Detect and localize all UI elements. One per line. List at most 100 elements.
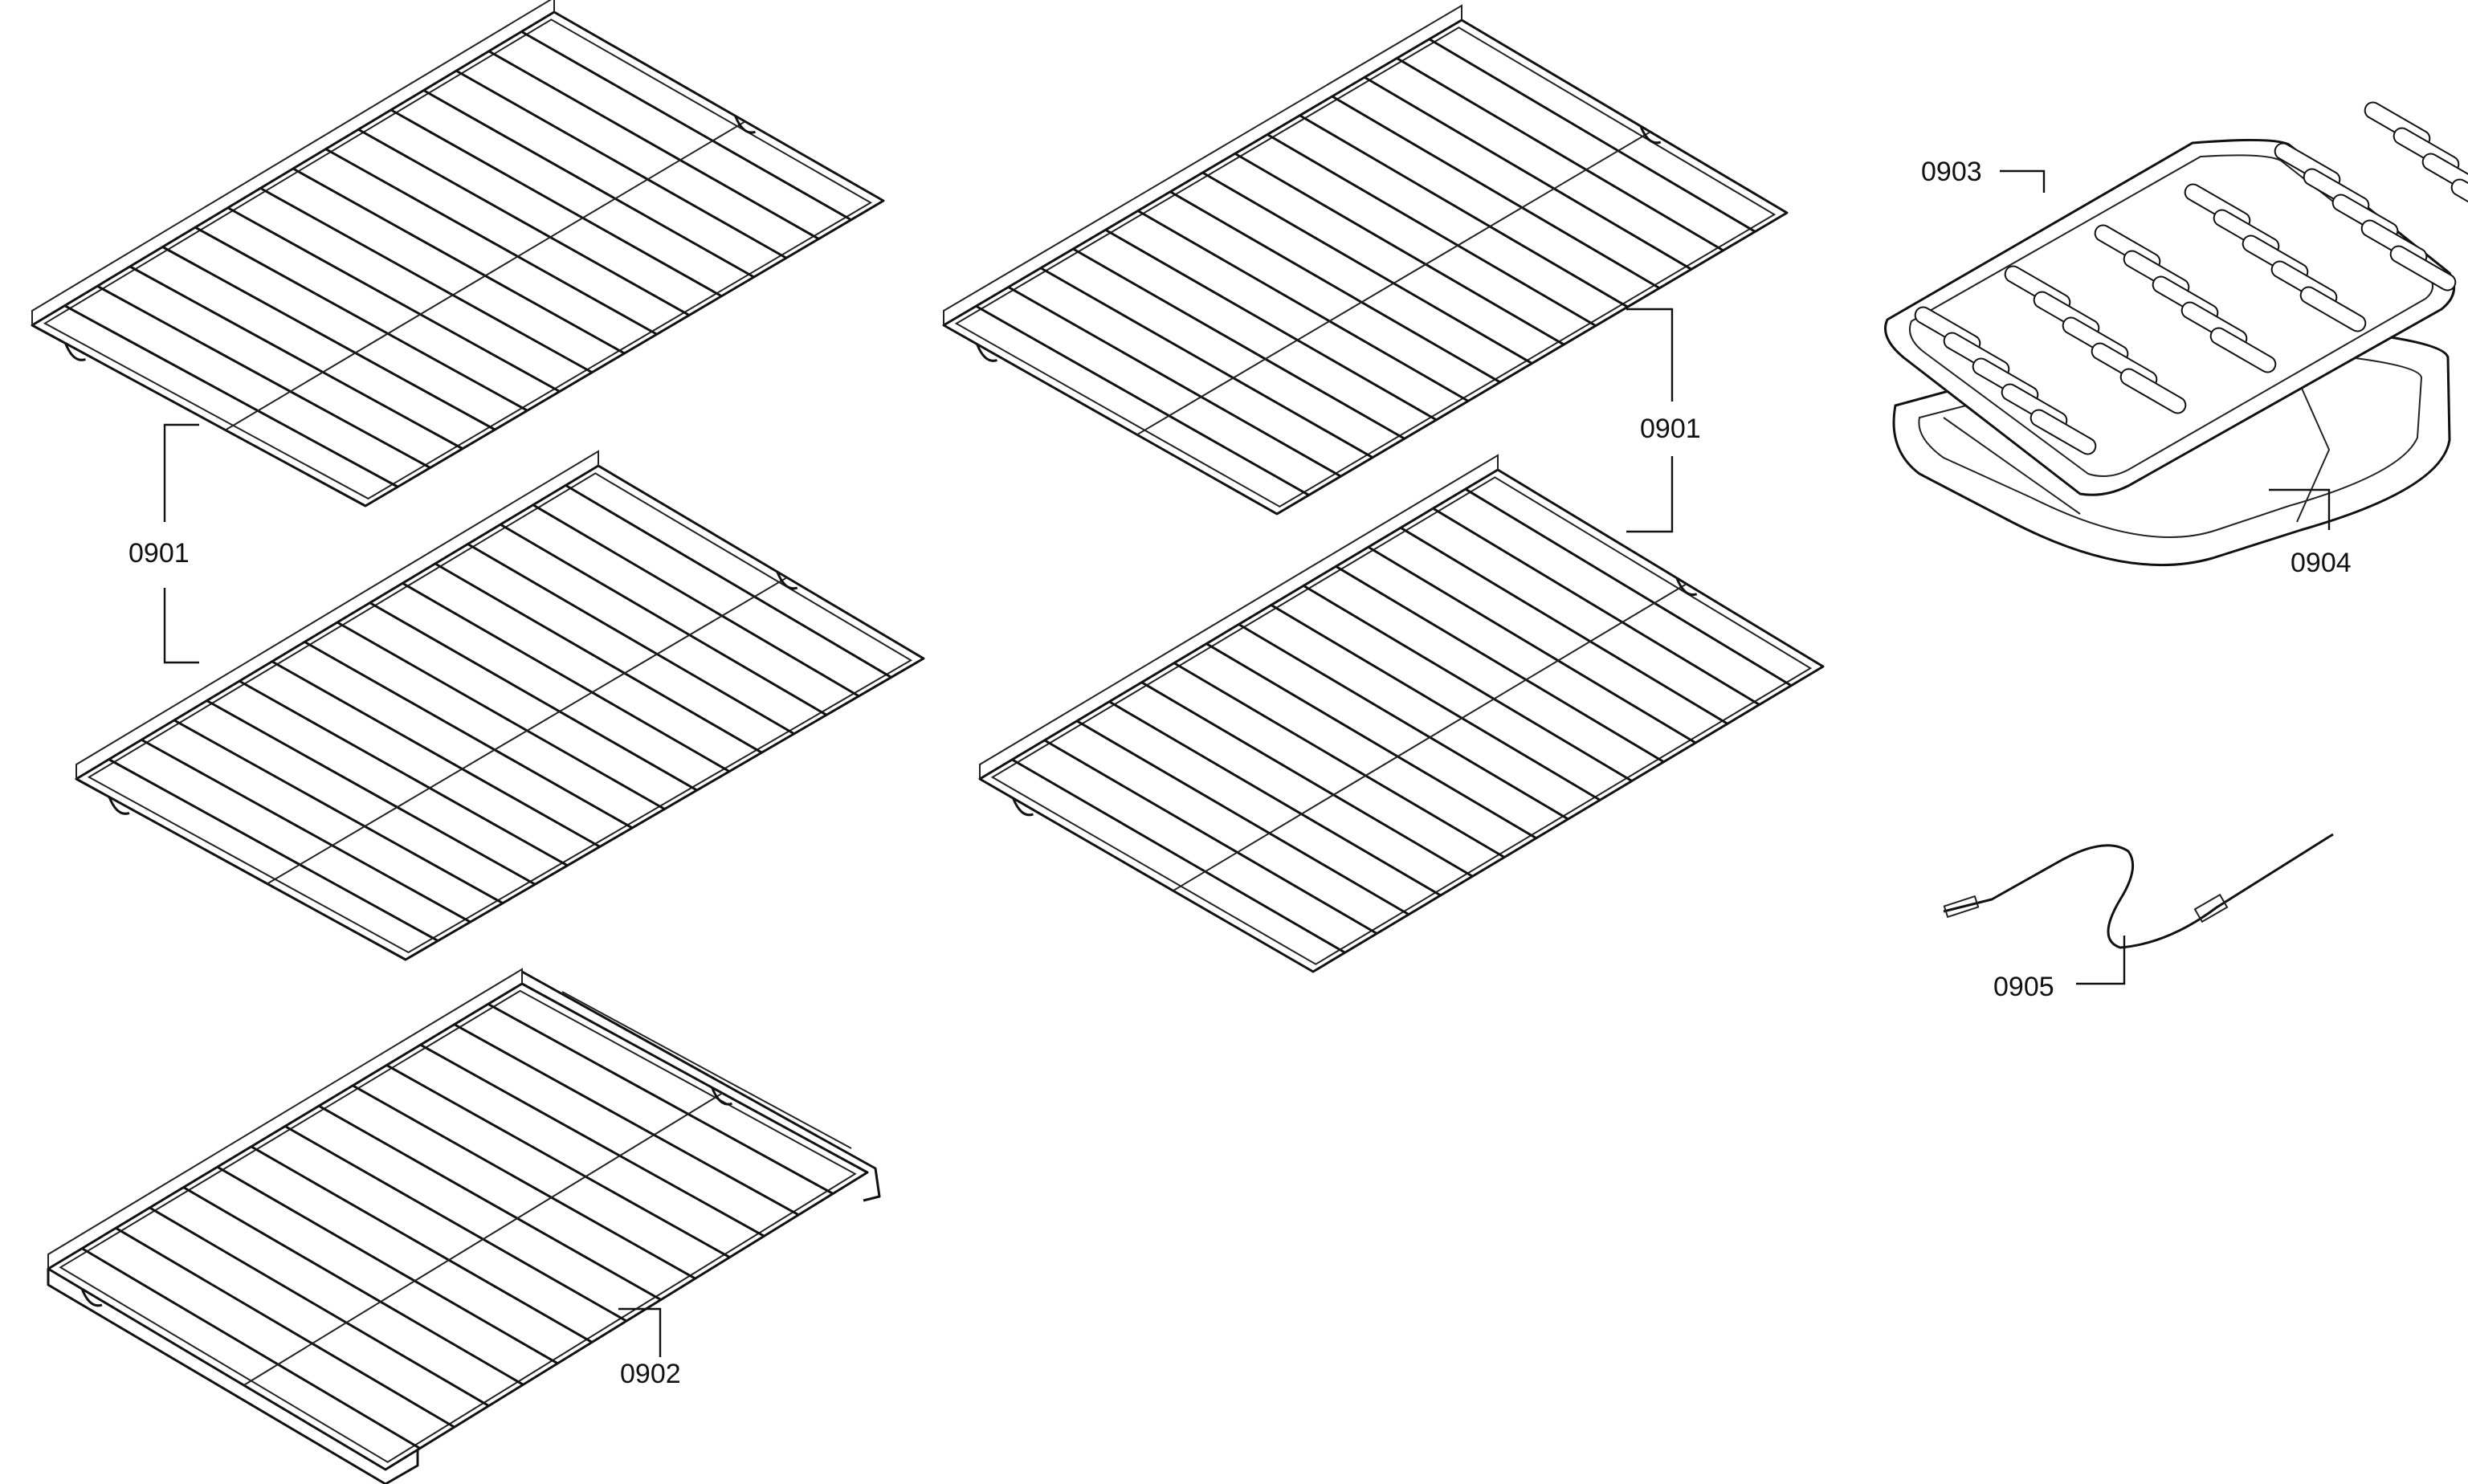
rack-4-bar [1464, 487, 1793, 687]
broil-insert-slot [2029, 409, 2097, 455]
rack-3-bar [1267, 133, 1597, 327]
rack-3-bar [1234, 152, 1564, 346]
rack-4-bar [1400, 526, 1728, 725]
rack-3-bar [1137, 210, 1469, 402]
rack-2-bar [500, 523, 827, 716]
rack-4-cross-rail [1173, 583, 1687, 892]
rack-2-bar [206, 699, 536, 886]
callout-0901-left: 0901 [128, 538, 190, 569]
callout-leaders [163, 169, 2331, 1357]
rack-4-bar [1367, 545, 1697, 744]
rack-1-hook [734, 115, 756, 134]
rack-3-bar [1396, 57, 1724, 252]
rack-2-bar [434, 562, 763, 754]
rack-2-bar [304, 641, 633, 830]
rack-2-cross-rail [267, 577, 788, 885]
broil-insert-slots [1914, 101, 2468, 455]
rack-4-hook [1675, 577, 1698, 597]
rack-3-bar [1299, 114, 1629, 308]
rack-2-bar [467, 543, 795, 736]
rack-2-bar [141, 738, 471, 923]
oven-rack-bottom-left [75, 450, 925, 961]
rack-3-cross-rail [1136, 131, 1651, 436]
oven-rack-top-left [31, 0, 885, 508]
rack-5-bar [419, 1043, 765, 1237]
rack-1-bar [259, 187, 593, 374]
rack-4-inner-frame [990, 476, 1813, 965]
rack-5-bar [318, 1104, 662, 1301]
rack-2-bar [271, 660, 601, 848]
rack-4-bar [1140, 681, 1474, 878]
rack-3-bar [1072, 247, 1405, 440]
rack-3-bar [1007, 286, 1342, 478]
broil-insert-slot [2450, 178, 2468, 225]
oven-rack-top-right [942, 4, 1789, 516]
rack-5-hook [711, 1086, 732, 1106]
rack-1-bar [422, 89, 755, 279]
broil-pan-insert [1884, 101, 2468, 496]
rack-1-bar [455, 69, 787, 259]
rack-1-bar [520, 31, 852, 222]
rack-5-bar [487, 1003, 834, 1195]
rack-2-side-rail [75, 450, 599, 779]
rack-2-bar [402, 581, 730, 773]
rack-2-bar [108, 758, 439, 942]
rack-5-bar [182, 1186, 524, 1386]
rack-5-frame [47, 982, 869, 1471]
rack-4-bar [1432, 507, 1760, 706]
rack-1-bar [357, 128, 690, 316]
rack-4-bar [1076, 720, 1409, 916]
rack-1-bar [129, 265, 463, 450]
callout-0904: 0904 [2291, 548, 2352, 578]
rack-5-bar [352, 1084, 696, 1280]
rack-5-bar [251, 1145, 593, 1343]
rack-3-bar [975, 304, 1310, 496]
rack-3-bar [1201, 171, 1533, 365]
rack-3-frame [942, 18, 1789, 516]
rack-2-hook [776, 571, 798, 590]
broil-insert-slot [2421, 153, 2468, 199]
rack-1-bar [488, 50, 820, 240]
oven-rack-bottom-right [978, 454, 1825, 973]
telescopic-rack [47, 968, 881, 1484]
rack-1-inner-frame [43, 18, 873, 500]
telescopic-slide-front [47, 1269, 419, 1484]
broil-insert-slot [2299, 286, 2367, 332]
callout-0903: 0903 [1921, 157, 1982, 187]
rack-5-cross-rail [243, 1092, 723, 1386]
rack-1-bar [96, 284, 431, 469]
rack-4-side-rail [979, 454, 1499, 779]
rack-4-bar [1271, 604, 1601, 801]
broil-insert-slot [2389, 245, 2457, 292]
rack-4-bar [1173, 662, 1505, 858]
rack-1-frame [31, 10, 885, 508]
rack-2-bar [369, 601, 698, 792]
rack-5-bar [453, 1023, 800, 1217]
rack-5-bar [385, 1064, 731, 1259]
rack-1-bar [390, 108, 723, 298]
rack-4-bar [1303, 585, 1633, 782]
rack-1-bar [324, 148, 658, 336]
rack-2-bar [173, 719, 504, 904]
broil-insert-slot [2209, 327, 2277, 373]
rack-5-bar [149, 1206, 490, 1408]
rack-3-hook [1639, 125, 1662, 145]
callout-0905: 0905 [1993, 972, 2054, 1002]
rack-4-frame [978, 468, 1825, 973]
meat-probe [1943, 833, 2334, 949]
rack-5-hook [80, 1288, 103, 1307]
rack-5-bar [216, 1165, 559, 1365]
rack-4-bar [1011, 758, 1346, 954]
rack-3-bar [1169, 190, 1501, 384]
callout-0901-right: 0901 [1640, 414, 1701, 444]
rack-4-bar [1238, 623, 1569, 821]
rack-4-bar [1205, 642, 1537, 840]
rack-1-side-rail [31, 0, 555, 325]
rack-2-bar [239, 679, 569, 867]
rack-2-bar [337, 621, 666, 810]
rack-3-bar [1104, 228, 1438, 422]
rack-2-bar [532, 503, 860, 698]
rack-4-bar [1108, 700, 1442, 897]
rack-2-hook [108, 796, 130, 815]
rack-5-bar [284, 1125, 627, 1323]
